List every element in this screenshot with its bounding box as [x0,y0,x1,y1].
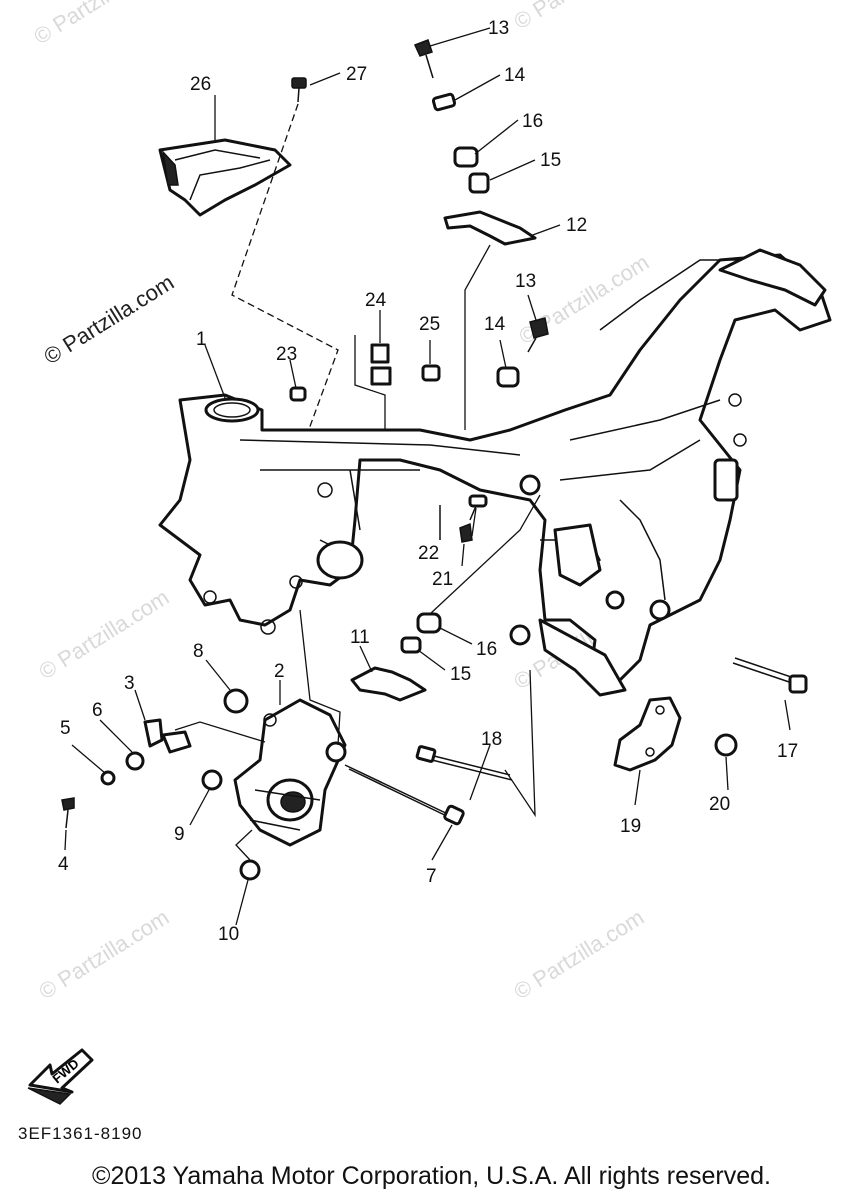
callout-4: 4 [58,854,69,875]
callout-8: 8 [193,641,204,662]
callout-21: 21 [432,569,453,590]
fwd-arrow-icon: FWD [27,1048,94,1105]
callouts: 1 2 3 4 5 6 7 8 9 10 11 12 13 13 14 14 1… [58,18,798,945]
callout-16-low: 16 [476,639,497,660]
callout-3: 3 [124,673,135,694]
callout-24: 24 [365,290,387,311]
callout-26: 26 [190,74,211,95]
callout-27: 27 [346,64,367,85]
leader-10-bracket [235,829,253,861]
callout-13-mid: 13 [515,271,536,292]
callout-14-top: 14 [504,65,526,86]
callout-12: 12 [566,215,587,236]
part-19-bracket [613,696,738,772]
leader-27-frame [231,103,339,441]
leader-18-frame [504,669,536,818]
callout-19: 19 [620,816,641,837]
part-21-22-bolt [459,494,488,543]
part-2-bracket [233,698,347,847]
callout-14-mid: 14 [484,314,506,335]
parts-24-25-23 [289,343,441,402]
callout-22: 22 [418,543,439,564]
callout-23: 23 [276,344,297,365]
leader-2-frame [299,609,341,746]
callout-9: 9 [174,824,185,845]
leader-16-frame [429,494,541,615]
parts-lower-mount [350,612,442,702]
callout-15-top: 15 [540,150,561,171]
callout-15-low: 15 [450,664,471,685]
callout-5: 5 [60,718,71,739]
callout-20: 20 [709,794,730,815]
part-26-cover [158,138,292,217]
parts-upper-mount [413,39,549,388]
watermark: © Partzilla.com [29,0,168,49]
diagram-code: 3EF1361-8190 [18,1124,143,1143]
leader-12-frame [464,244,491,430]
callout-17: 17 [777,741,798,762]
watermark: © Partzilla.com [34,584,173,684]
long-bolts [344,657,808,826]
small-parts-left [61,688,261,881]
watermark: © Partzilla.com [509,904,648,1004]
leader-3-bracket [174,721,266,743]
callout-7: 7 [426,866,437,887]
callout-6: 6 [92,700,103,721]
callout-10: 10 [218,924,239,945]
callout-13-top: 13 [488,18,509,39]
watermark: © Partzilla.com [39,269,178,369]
watermark: © Partzilla.com [509,0,648,34]
callout-2: 2 [274,661,285,682]
callout-18: 18 [481,729,502,750]
callout-1: 1 [196,329,207,350]
leader-24-bracket [354,335,386,430]
main-frame [158,248,832,697]
callout-11: 11 [350,627,370,648]
callout-16-top: 16 [522,111,543,132]
part-27-bolt [291,77,307,103]
callout-25: 25 [419,314,440,335]
callout-leaders [64,27,791,926]
copyright-notice: ©2013 Yamaha Motor Corporation, U.S.A. A… [92,1162,771,1190]
watermark: © Partzilla.com [34,904,173,1004]
